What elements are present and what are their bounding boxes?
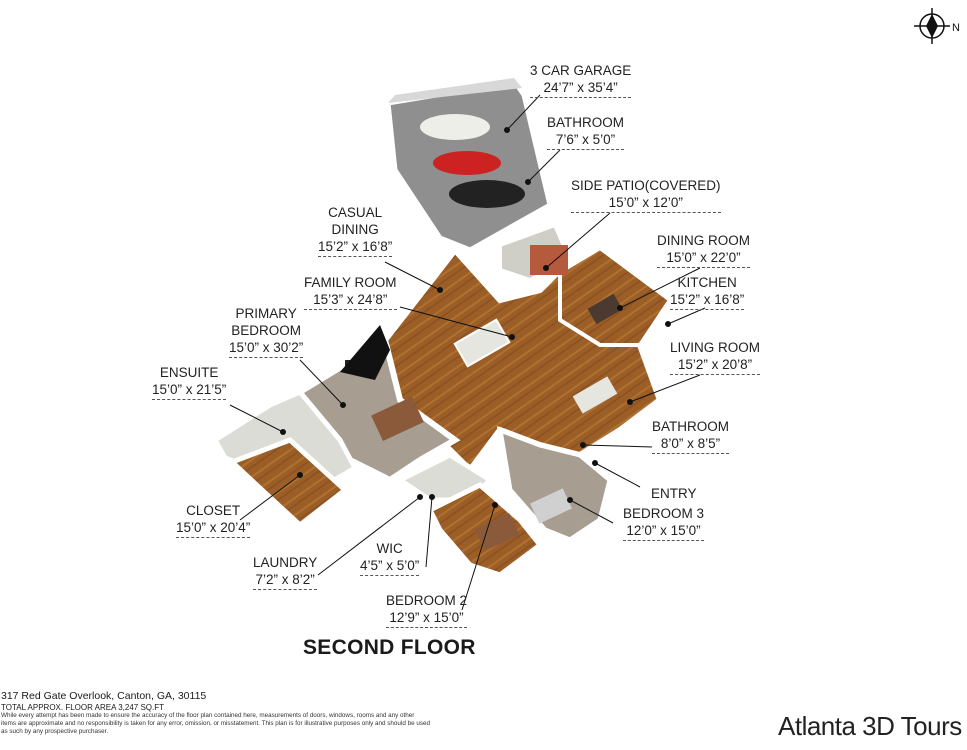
disclaimer: While every attempt has been made to ens… [1, 712, 430, 735]
living-sofa [572, 376, 618, 414]
bed-primary [371, 396, 424, 441]
floor-area: TOTAL APPROX. FLOOR AREA 3,247 SQ.FT [1, 703, 165, 712]
kitchen-island [453, 318, 511, 368]
floor-title: SECOND FLOOR [303, 636, 476, 659]
brand-logo: Atlanta 3D Tours [778, 711, 962, 741]
compass-label: N [952, 22, 960, 34]
bedroom3-area [496, 426, 613, 543]
car-white [420, 114, 490, 140]
compass-icon: N [914, 8, 960, 44]
car-black [449, 180, 525, 208]
address: 317 Red Gate Overlook, Canton, GA, 30115 [1, 690, 207, 702]
room-label-entry: ENTRY [651, 486, 697, 501]
ensuite-area [211, 388, 359, 529]
room-label-side-patio: SIDE PATIO(COVERED)15’0” x 12’0” [571, 177, 721, 213]
bed-2 [474, 513, 520, 551]
car-red [433, 151, 501, 175]
bedroom2-area [395, 452, 544, 578]
bed-3 [530, 488, 572, 524]
garage-area [385, 78, 553, 253]
dining-table [587, 293, 623, 325]
black-wall [340, 325, 390, 380]
brick-fireplace [530, 245, 568, 275]
leader-lines [229, 94, 706, 611]
